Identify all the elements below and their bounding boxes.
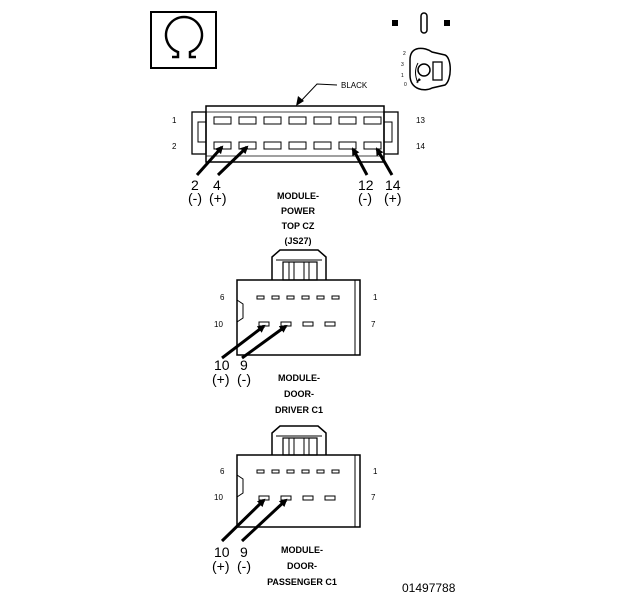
connector-title: PASSENGER C1 bbox=[267, 577, 337, 587]
pin-number: 6 bbox=[220, 467, 225, 476]
pin-number: 13 bbox=[416, 116, 425, 125]
pin-number: 1 bbox=[373, 293, 378, 302]
connector-title: (JS27) bbox=[284, 236, 311, 246]
power-top-connector: BLACK 1 2 13 14 bbox=[172, 81, 425, 246]
pin-number: 2 bbox=[172, 142, 177, 151]
top-pin-row bbox=[256, 469, 340, 474]
driver-door-connector: 6 10 1 7 10 (+) 9 (-) MODULE- DOOR- DRIV… bbox=[212, 249, 378, 415]
callout-pin: 9 bbox=[240, 357, 248, 373]
callout-polarity: (+) bbox=[212, 371, 230, 387]
svg-text:1: 1 bbox=[401, 73, 404, 79]
callout-pin: 10 bbox=[214, 357, 230, 373]
callout-polarity: (-) bbox=[188, 190, 202, 206]
callout-pin: 14 bbox=[385, 177, 401, 193]
bottom-pin-row bbox=[258, 321, 336, 327]
top-pin-row bbox=[213, 116, 382, 125]
pin-number: 1 bbox=[172, 116, 177, 125]
callout-polarity: (-) bbox=[237, 371, 251, 387]
svg-text:0: 0 bbox=[404, 82, 407, 88]
callout-polarity: (+) bbox=[384, 190, 402, 206]
connector-title: DOOR- bbox=[284, 389, 314, 399]
callout-polarity: (-) bbox=[237, 558, 251, 574]
svg-text:2: 2 bbox=[403, 51, 406, 57]
bottom-pin-row bbox=[258, 495, 336, 501]
connector-title: MODULE- bbox=[277, 191, 319, 201]
svg-text:3: 3 bbox=[401, 62, 404, 68]
pin-number: 7 bbox=[371, 493, 376, 502]
callout-pin: 12 bbox=[358, 177, 374, 193]
connector-title: MODULE- bbox=[281, 545, 323, 555]
callout-polarity: (+) bbox=[212, 558, 230, 574]
passenger-door-connector: 6 10 1 7 10 (+) 9 (-) MODULE- DOOR- PASS… bbox=[212, 425, 378, 587]
connector-title: DOOR- bbox=[287, 561, 317, 571]
pin-number: 6 bbox=[220, 293, 225, 302]
ohm-icon bbox=[150, 11, 217, 69]
top-pin-row bbox=[256, 295, 340, 300]
pin-number: 1 bbox=[373, 467, 378, 476]
connector-title: MODULE- bbox=[278, 373, 320, 383]
callout-polarity: (-) bbox=[358, 190, 372, 206]
connector-color-label: BLACK bbox=[341, 81, 368, 90]
pin-number: 10 bbox=[214, 320, 223, 329]
callout-pin: 10 bbox=[214, 544, 230, 560]
callout-pin: 9 bbox=[240, 544, 248, 560]
callout-pin: 2 bbox=[191, 177, 199, 193]
connector-title: DRIVER C1 bbox=[275, 405, 323, 415]
connector-title: POWER bbox=[281, 206, 316, 216]
connector-title: TOP CZ bbox=[282, 221, 315, 231]
ignition-key-icon: 2 3 1 0 bbox=[392, 12, 451, 91]
pin-number: 14 bbox=[416, 142, 425, 151]
callout-polarity: (+) bbox=[209, 190, 227, 206]
pin-number: 7 bbox=[371, 320, 376, 329]
bottom-pin-row bbox=[213, 141, 382, 150]
callout-pin: 4 bbox=[213, 177, 221, 193]
figure-id: 01497788 bbox=[402, 581, 456, 595]
pin-number: 10 bbox=[214, 493, 223, 502]
